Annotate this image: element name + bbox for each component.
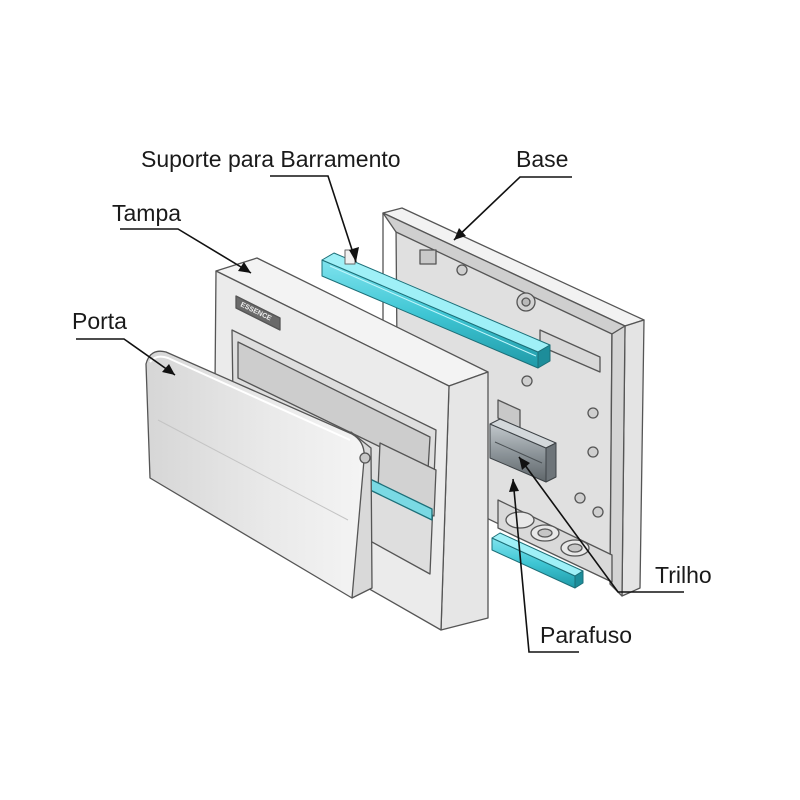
leader-parafuso — [512, 478, 579, 653]
busbar-support-top — [321, 249, 551, 369]
label-base: Base — [516, 146, 569, 172]
leader-lines — [76, 175, 684, 653]
arrow-base — [454, 228, 466, 240]
leader-arrows — [162, 228, 530, 492]
arrow-tampa — [238, 262, 251, 273]
leader-base — [453, 176, 572, 241]
arrow-trilho — [519, 457, 530, 470]
arrow-porta — [162, 364, 175, 375]
label-tampa: Tampa — [112, 200, 182, 226]
door-part — [145, 350, 373, 599]
label-porta: Porta — [72, 308, 127, 334]
leader-trilho — [518, 456, 684, 593]
label-suporte-para-barramento: Suporte para Barramento — [141, 146, 401, 172]
arrow-parafuso — [509, 479, 519, 492]
busbar-support-bottom — [491, 532, 584, 589]
leader-porta — [76, 338, 176, 376]
leader-suporte — [270, 175, 357, 263]
din-rail-part — [489, 418, 557, 483]
leader-tampa — [120, 228, 252, 274]
label-parafuso: Parafuso — [540, 622, 633, 648]
label-trilho: Trilho — [655, 562, 712, 588]
arrow-suporte — [349, 247, 359, 262]
